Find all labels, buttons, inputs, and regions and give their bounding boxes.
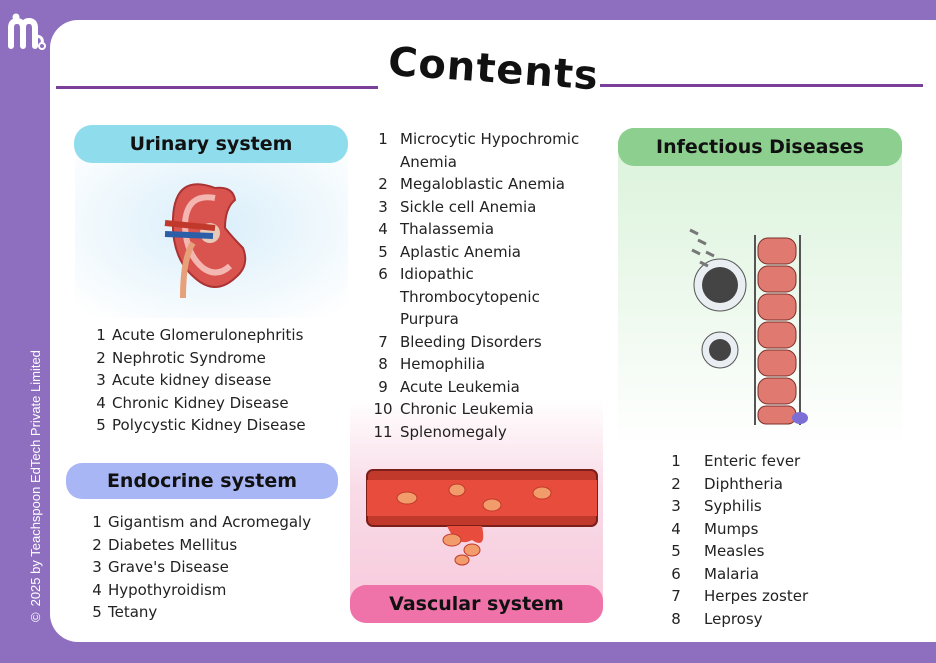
vascular-system-heading: Vascular system <box>350 585 603 623</box>
copyright-icon: © <box>28 612 43 622</box>
urinary-system-heading: Urinary system <box>74 125 348 163</box>
copyright-text: ©2025 by Teachspoon EdTech Private Limit… <box>28 350 43 622</box>
infectious-diseases-heading: Infectious Diseases <box>618 128 902 166</box>
title-divider-right <box>600 84 923 87</box>
title-divider-left <box>56 86 378 89</box>
page-title: Contents <box>386 38 601 100</box>
intestine-infection-illustration <box>650 200 850 430</box>
blood-vessel-illustration <box>362 460 602 570</box>
kidney-illustration <box>75 148 348 318</box>
endocrine-system-heading: Endocrine system <box>66 463 338 499</box>
medistudygo-logo <box>6 12 48 52</box>
